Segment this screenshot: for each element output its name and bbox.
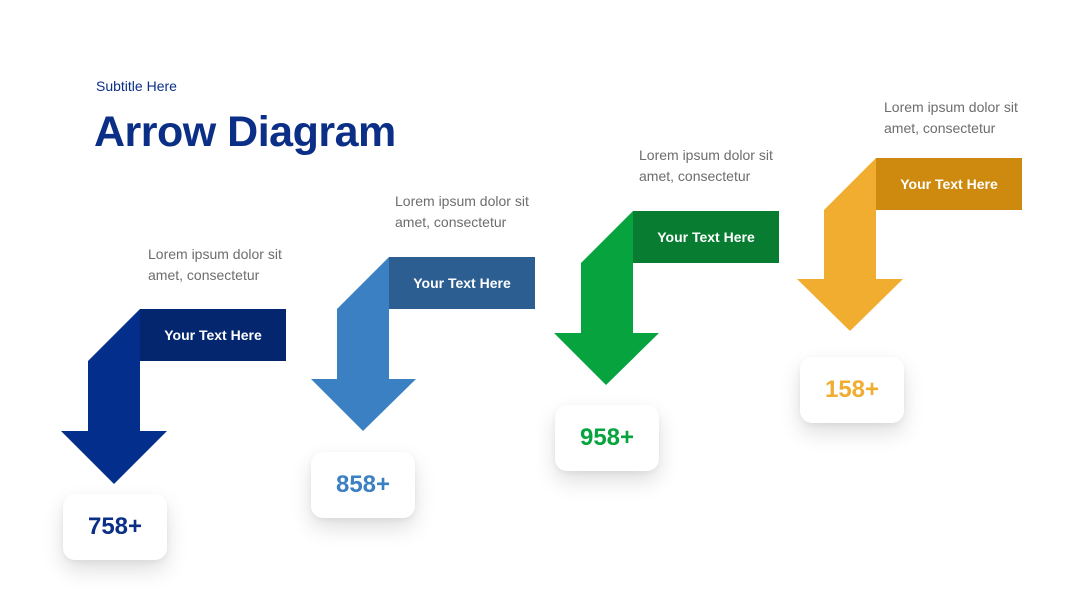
subtitle: Subtitle Here (96, 78, 177, 94)
step-4-label: Your Text Here (876, 158, 1022, 210)
step-1-arrow-icon (61, 309, 167, 484)
step-1-arrow-shaft (88, 361, 140, 431)
step-3-arrow-head (554, 333, 659, 385)
step-4-arrow-fold (824, 158, 876, 210)
step-4-description: Lorem ipsum dolor sit amet, consectetur (884, 99, 1018, 136)
step-2-arrow-icon (311, 257, 416, 431)
step-1-arrow-head (61, 431, 167, 484)
step-3-label: Your Text Here (633, 211, 779, 263)
step-2-arrow-head (311, 379, 416, 431)
step-1-value-card: 758+ (63, 494, 167, 560)
step-1-arrow-fold (88, 309, 140, 361)
step-2-value-card: 858+ (311, 452, 415, 518)
step-4-arrow-shaft (824, 210, 876, 279)
step-4-value-card: 158+ (800, 357, 904, 423)
step-3-arrow-icon (554, 211, 659, 385)
step-3-arrow-fold (581, 211, 633, 263)
step-2-arrow-shaft (337, 309, 389, 379)
step-1-description: Lorem ipsum dolor sit amet, consectetur (148, 246, 282, 283)
step-1-label: Your Text Here (140, 309, 286, 361)
step-2-label: Your Text Here (389, 257, 535, 309)
step-2-description: Lorem ipsum dolor sit amet, consectetur (395, 193, 529, 230)
step-4-arrow-head (797, 279, 903, 331)
step-3-arrow-shaft (581, 263, 633, 333)
step-3-value-card: 958+ (555, 405, 659, 471)
step-3-description: Lorem ipsum dolor sit amet, consectetur (639, 147, 773, 184)
page-title: Arrow Diagram (94, 108, 396, 156)
step-2-arrow-fold (337, 257, 389, 309)
step-4-arrow-icon (797, 158, 903, 331)
